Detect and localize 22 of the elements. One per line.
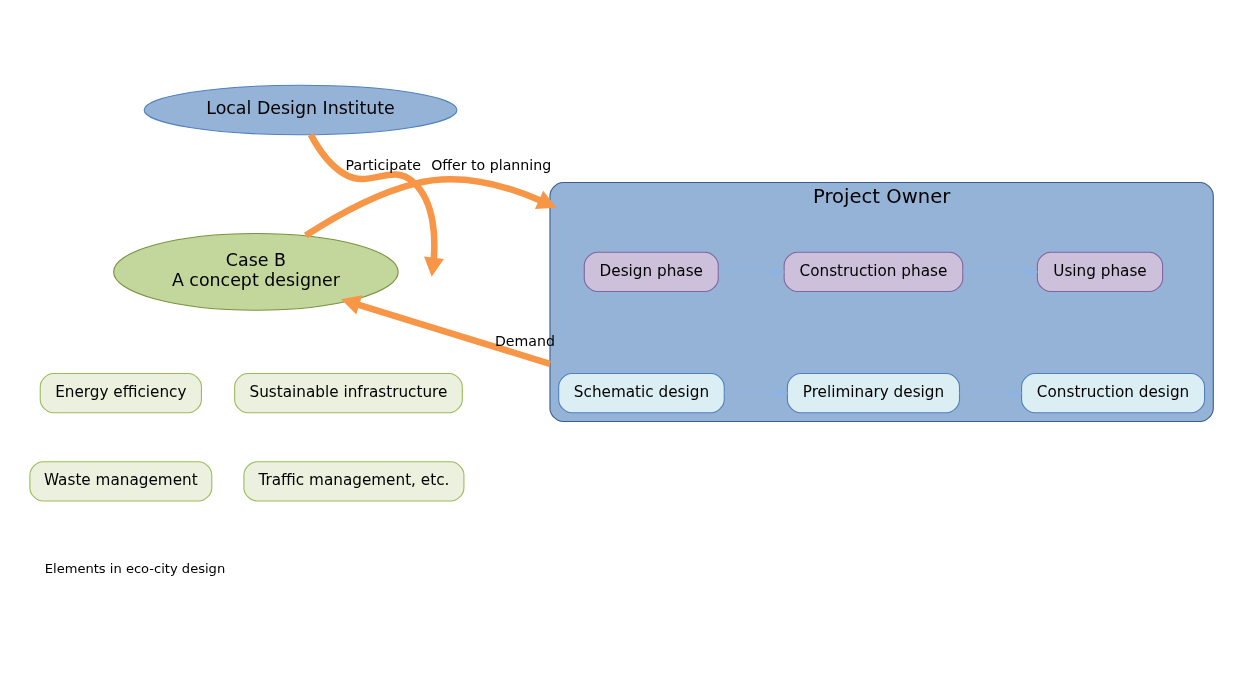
edge-label: Offer to planning	[431, 156, 552, 173]
node-box: Construction phase	[783, 251, 964, 292]
node-box: Design phase	[583, 251, 719, 292]
node-box: Sustainable infrastructure	[234, 372, 463, 413]
arrow	[341, 294, 551, 367]
node-box: Preliminary design	[786, 372, 961, 413]
arrow	[723, 388, 789, 398]
node-box: Energy efficiency	[39, 372, 202, 413]
node-box: Construction design	[1021, 372, 1206, 413]
label: Elements in eco-city design	[44, 560, 226, 576]
arrow	[959, 388, 1023, 398]
node-box: Using phase	[1036, 251, 1164, 292]
arrow	[307, 132, 444, 277]
node-box: Waste management	[29, 460, 213, 502]
node-box: Traffic management, etc.	[243, 460, 465, 502]
node-ellipse: Case B A concept designer	[113, 232, 399, 311]
edge-label: Participate	[345, 156, 422, 173]
node-box: Schematic design	[558, 372, 725, 413]
node-ellipse: Local Design Institute	[143, 84, 458, 135]
arrow	[303, 175, 557, 238]
arrow	[962, 266, 1039, 276]
arrow	[718, 266, 786, 276]
